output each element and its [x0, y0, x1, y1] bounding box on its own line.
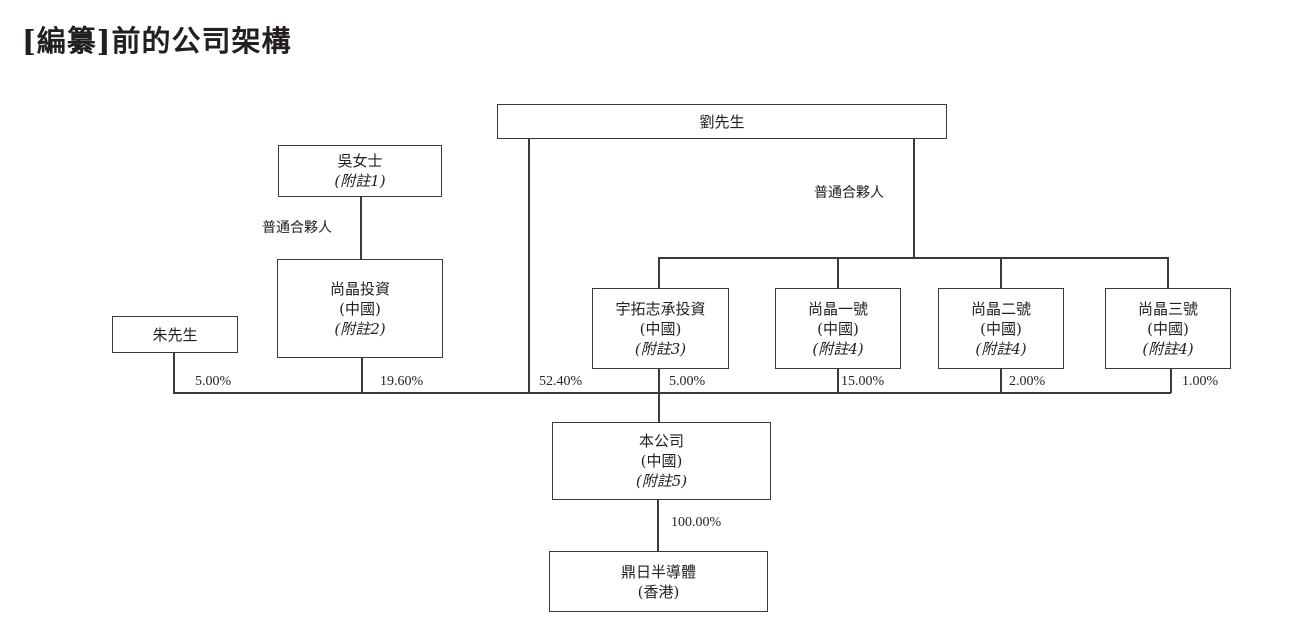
- entity-sj2: 尚晶二號 (中國) (附註4): [938, 288, 1064, 369]
- entity-region: (中國): [980, 319, 1022, 338]
- connector-company-subsidiary: [657, 498, 659, 552]
- entity-region: (中國): [639, 319, 682, 338]
- pct-sj1: 15.00%: [841, 374, 885, 389]
- gp-label-wu: 普通合夥人: [262, 220, 332, 236]
- entity-yutuo: 宇拓志承投資 (中國) (附註3): [592, 288, 729, 369]
- entity-note: (附註1): [334, 172, 386, 190]
- page-title: [編纂]前的公司架構: [22, 24, 292, 58]
- connector-gp-bar: [658, 257, 1168, 259]
- connector-liu-gp: [913, 138, 915, 258]
- connector-gp-yutuo: [658, 257, 660, 289]
- connector-wu-gp: [360, 196, 362, 261]
- entity-name: 宇拓志承投資: [615, 299, 706, 318]
- entity-region: (中國): [1147, 319, 1189, 338]
- connector-gp-sj3: [1167, 257, 1169, 289]
- entity-note: (附註2): [334, 319, 386, 338]
- gp-label-liu: 普通合夥人: [814, 185, 884, 201]
- entity-name: 朱先生: [152, 325, 198, 344]
- connector-sj2: [1000, 368, 1002, 393]
- pct-sj2: 2.00%: [1009, 374, 1046, 389]
- connector-liu-to-company: [528, 138, 530, 393]
- connector-zhu: [173, 352, 175, 393]
- entity-name: 吳女士: [337, 152, 383, 170]
- entity-name: 尚晶投資: [329, 279, 390, 298]
- entity-company: 本公司 (中國) (附註5): [552, 422, 771, 500]
- pct-yutuo: 5.00%: [669, 374, 706, 389]
- entity-sj1: 尚晶一號 (中國) (附註4): [775, 288, 901, 369]
- entity-name: 鼎日半導體: [620, 562, 696, 581]
- pct-liu: 52.40%: [539, 374, 583, 389]
- entity-name: 本公司: [638, 432, 684, 450]
- connector-shareholder-bus: [173, 392, 1171, 394]
- entity-region: (中國): [640, 452, 683, 470]
- entity-wu: 吳女士 (附註1): [278, 145, 442, 197]
- connector-sj1: [837, 368, 839, 393]
- entity-name: 尚晶三號: [1137, 299, 1198, 318]
- entity-note: (附註4): [1142, 339, 1194, 358]
- entity-subsidiary: 鼎日半導體 (香港): [549, 551, 768, 612]
- entity-zhu: 朱先生: [112, 316, 238, 353]
- entity-note: (附註3): [634, 339, 687, 358]
- pct-zhu: 5.00%: [195, 374, 232, 389]
- entity-region: (中國): [339, 299, 381, 318]
- connector-gp-sj1: [837, 257, 839, 289]
- entity-shangjing-invest: 尚晶投資 (中國) (附註2): [277, 259, 443, 358]
- pct-shangjing-invest: 19.60%: [380, 374, 424, 389]
- entity-region: (中國): [817, 319, 859, 338]
- pct-sj3: 1.00%: [1182, 374, 1219, 389]
- entity-region: (香港): [637, 582, 680, 601]
- entity-note: (附註4): [812, 339, 864, 358]
- pct-subsidiary: 100.00%: [671, 515, 722, 530]
- connector-yutuo: [658, 368, 660, 423]
- connector-gp-sj2: [1000, 257, 1002, 289]
- connector-sj3: [1170, 368, 1172, 393]
- entity-name: 劉先生: [699, 112, 745, 131]
- entity-liu: 劉先生: [497, 104, 947, 139]
- entity-name: 尚晶二號: [970, 299, 1031, 318]
- entity-note: (附註4): [975, 339, 1027, 358]
- entity-name: 尚晶一號: [807, 299, 868, 318]
- entity-note: (附註5): [635, 472, 688, 490]
- entity-sj3: 尚晶三號 (中國) (附註4): [1105, 288, 1231, 369]
- connector-shangjing-invest: [361, 357, 363, 393]
